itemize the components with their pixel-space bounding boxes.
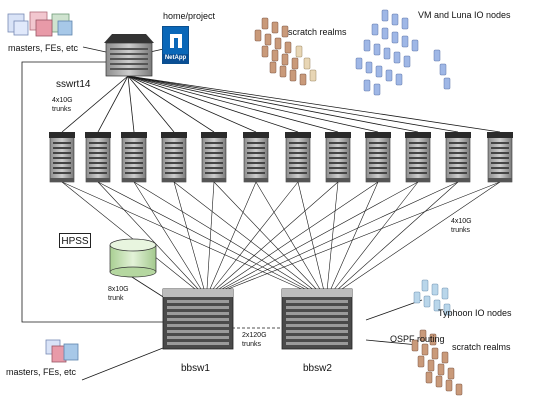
trunk-8x10g-label: 8x10G trunk: [108, 286, 129, 302]
ospf-label: OSPF routing: [390, 334, 445, 344]
netapp-logo-text: NetApp: [163, 54, 188, 63]
bbsw1-switch: [162, 288, 234, 350]
hpss-storage-icon: [109, 238, 157, 278]
vm-luna-nodes: [355, 9, 451, 96]
trunks-top-label: 4x10G trunks: [52, 97, 73, 113]
sswrt14-label: sswrt14: [56, 79, 91, 90]
hpss-label: HPSS: [59, 233, 91, 248]
home-project-label: home/project: [163, 11, 216, 21]
bbsw2-label: bbsw2: [303, 363, 332, 374]
masters-bottom-icon: [45, 339, 79, 363]
masters-bottom-label: masters, FEs, etc: [6, 367, 77, 377]
scratch-realms-top-label: scratch realms: [288, 27, 347, 37]
bbsw1-label: bbsw1: [181, 363, 210, 374]
bbsw2-switch: [281, 288, 353, 350]
masters-top-label: masters, FEs, etc: [8, 43, 79, 53]
netapp-logo: NetApp: [162, 26, 189, 64]
scratch-realms-bottom-label: scratch realms: [452, 342, 511, 352]
vm-luna-label: VM and Luna IO nodes: [418, 10, 511, 20]
trunks-2x120g-label: 2x120G trunks: [242, 332, 267, 348]
edge-switches: [48, 131, 514, 183]
typhoon-label: Typhoon IO nodes: [438, 308, 512, 318]
netapp-n-icon: [170, 34, 182, 48]
masters-top-icon: [7, 11, 73, 37]
trunks-right-label: 4x10G trunks: [451, 218, 472, 234]
core-lines: [61, 181, 501, 292]
sswrt14-switch: [104, 34, 154, 77]
uplink-lines: [61, 75, 501, 133]
